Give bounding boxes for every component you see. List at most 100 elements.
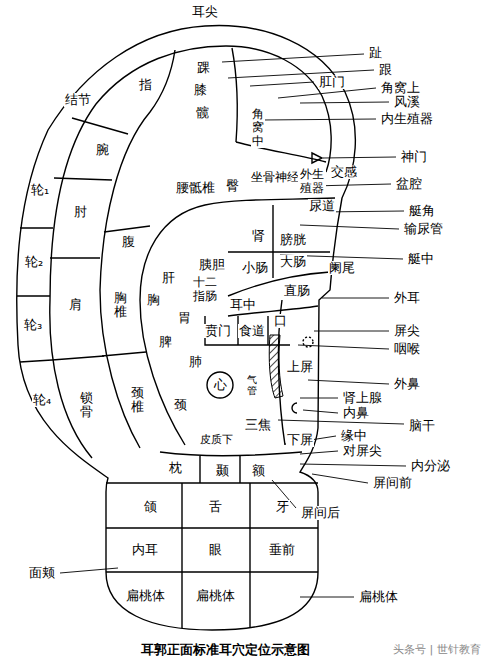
leader-line xyxy=(308,380,389,384)
region-label: 轮₃ xyxy=(23,318,43,333)
region-label: 轮₂ xyxy=(24,255,44,270)
leader-line xyxy=(303,410,338,413)
leader-line xyxy=(312,474,368,483)
callout-label: 艇中 xyxy=(407,252,435,267)
region-label: 小肠 xyxy=(241,261,269,276)
region-label: 轮₄ xyxy=(32,393,52,408)
callout-label: 角窝上 xyxy=(380,81,421,96)
callout-label: 肛门 xyxy=(318,75,346,90)
concha-boundary xyxy=(140,198,335,445)
region-label: 肾 xyxy=(251,229,266,244)
region-label: 直肠 xyxy=(283,284,311,299)
region-label: 肝 xyxy=(161,271,176,286)
leader-line xyxy=(60,568,118,573)
callout-label: 艇角 xyxy=(408,204,436,219)
callout-label: 内鼻 xyxy=(342,406,370,421)
region-label: 颌 xyxy=(143,500,158,515)
callout-label: 屏尖 xyxy=(393,324,421,339)
leader-line xyxy=(278,420,404,424)
helix-inner-line xyxy=(50,46,331,458)
region-label: 肺 xyxy=(188,355,203,370)
region-label: 心 xyxy=(213,378,228,393)
region-label: 脾 xyxy=(158,335,173,350)
callout-label: 缘中 xyxy=(340,429,368,444)
region-label: 耳尖 xyxy=(191,5,219,20)
lobe-top-line xyxy=(106,482,318,483)
region-label: 胸椎 xyxy=(113,291,128,320)
callout-label: 神门 xyxy=(400,150,428,165)
leader-line xyxy=(262,119,376,120)
region-label: 扁桃体 xyxy=(195,589,236,604)
region-label: 结节 xyxy=(64,93,92,108)
region-label: 胰胆 xyxy=(198,258,226,273)
lobe-grid xyxy=(106,483,318,628)
shenmen-triangle xyxy=(312,153,322,163)
region-label: 耳中 xyxy=(229,298,257,313)
callout-label: 外鼻 xyxy=(393,377,421,392)
leader-line xyxy=(322,298,389,299)
superior-crus-line xyxy=(232,48,237,142)
region-label: 胸 xyxy=(146,293,161,308)
region-label: 轮₁ xyxy=(30,183,50,198)
region-label: 大肠 xyxy=(279,255,307,270)
callout-label: 咽喉 xyxy=(393,342,421,357)
leader-line xyxy=(300,398,338,399)
region-label: 肩 xyxy=(68,298,83,313)
helix-dividers xyxy=(17,228,53,362)
watermark: 头条号 | 世针教育 xyxy=(392,644,482,657)
region-label: 尿道 xyxy=(308,199,336,214)
region-label: 贲门 xyxy=(204,324,232,339)
callout-label: 跟 xyxy=(378,63,393,78)
leader-line xyxy=(323,157,396,158)
region-label: 内耳 xyxy=(131,543,159,558)
leader-line xyxy=(298,345,389,349)
region-label: 腕 xyxy=(95,143,110,158)
region-label: 臀 xyxy=(225,179,240,194)
region-label: 口 xyxy=(273,314,288,329)
region-label: 气管 xyxy=(246,374,258,396)
region-label: 下屏 xyxy=(286,433,314,448)
callout-label: 面颊 xyxy=(28,566,56,581)
region-label: 颞 xyxy=(215,464,230,479)
leader-line xyxy=(222,54,364,62)
region-label: 外生殖器 xyxy=(298,168,325,196)
region-label: 腰骶椎 xyxy=(175,181,216,196)
leader-line xyxy=(300,102,389,103)
nose-symbol xyxy=(292,403,297,413)
region-label: 腹 xyxy=(121,235,136,250)
ear-lines xyxy=(17,26,356,630)
region-label: 坐骨神经 xyxy=(250,171,300,185)
region-label: 食道 xyxy=(238,324,266,339)
region-label: 扁桃体 xyxy=(125,589,166,604)
callout-label: 扁桃体 xyxy=(358,590,399,605)
region-label: 颈椎 xyxy=(130,386,145,415)
leader-line xyxy=(300,464,406,466)
callout-label: 内生殖器 xyxy=(380,112,434,127)
callout-label: 屏间后 xyxy=(300,506,341,521)
callout-label: 趾 xyxy=(368,46,383,61)
cymba-dividers xyxy=(228,205,330,278)
leader-line xyxy=(300,225,399,229)
region-label: 舌 xyxy=(208,500,223,515)
region-label: 三焦 xyxy=(244,418,272,433)
leader-lines xyxy=(60,54,406,597)
region-label: 牙 xyxy=(275,500,290,515)
leader-line xyxy=(250,82,314,86)
region-label: 髋 xyxy=(195,106,210,121)
region-label: 指 xyxy=(138,78,153,93)
callout-label: 对屏尖 xyxy=(342,444,383,459)
antitragus-dividers xyxy=(200,456,240,483)
callout-label: 交感 xyxy=(330,165,358,180)
region-label: 锁骨 xyxy=(79,391,94,420)
callout-label: 盆腔 xyxy=(395,177,423,192)
callout-label: 肾上腺 xyxy=(342,391,383,406)
inferior-crus-line xyxy=(236,142,326,162)
region-label: 上屏 xyxy=(286,360,314,375)
region-label: 膀胱 xyxy=(279,233,307,248)
scapha-dividers xyxy=(50,118,128,360)
antitragus-line xyxy=(160,452,302,456)
region-label: 额 xyxy=(251,464,266,479)
region-label: 肘 xyxy=(73,205,88,220)
leader-line xyxy=(314,331,389,332)
